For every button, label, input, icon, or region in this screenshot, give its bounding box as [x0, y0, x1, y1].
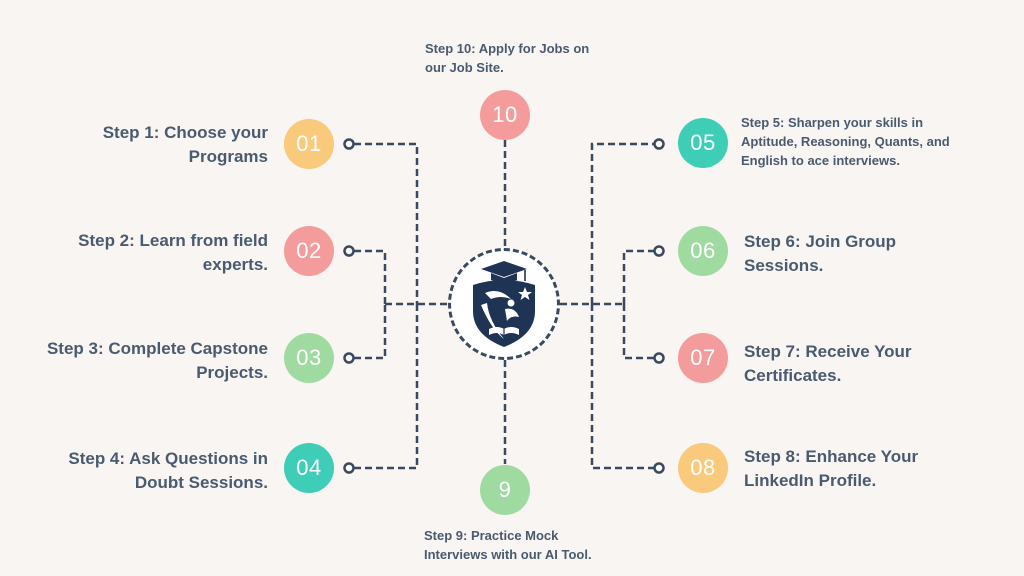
connector-step-2 [354, 249, 387, 304]
step-8-badge: 08 [678, 443, 728, 493]
step-2-label: Step 2: Learn from field experts. [78, 231, 268, 274]
step-2-badge: 02 [284, 226, 334, 276]
connector-node-7 [653, 352, 665, 364]
step-6-badge: 06 [678, 226, 728, 276]
connector-node-1 [343, 138, 355, 150]
connector-step-5 [590, 142, 654, 304]
connector-node-6 [653, 245, 665, 257]
connector-node-5 [653, 138, 665, 150]
step-5-label: Step 5: Sharpen your skills in Aptitude,… [741, 115, 950, 168]
connector-node-2 [343, 245, 355, 257]
step-4-label: Step 4: Ask Questions in Doubt Sessions. [68, 449, 268, 492]
step-1-badge: 01 [284, 119, 334, 169]
step-7-label: Step 7: Receive Your Certificates. [744, 342, 912, 385]
step-10-badge: 10 [480, 90, 530, 140]
step-4-badge: 04 [284, 443, 334, 493]
step-10-label: Step 10: Apply for Jobs on our Job Site. [425, 41, 590, 75]
step-3-badge: 03 [284, 333, 334, 383]
connector-step-7 [622, 304, 654, 360]
step-9-label: Step 9: Practice Mock Interviews with ou… [424, 528, 592, 562]
connector-node-3 [343, 352, 355, 364]
step-9-badge: 9 [480, 465, 530, 515]
connector-step-3 [354, 304, 387, 360]
hub-circle [448, 248, 560, 360]
step-7-badge: 07 [678, 333, 728, 383]
step-6-label: Step 6: Join Group Sessions. [744, 232, 897, 275]
connector-step-1 [354, 142, 419, 304]
connector-step-6 [622, 249, 654, 304]
graduation-shield-icon [473, 261, 535, 347]
step-8-label: Step 8: Enhance Your LinkedIn Profile. [744, 447, 919, 490]
connector-node-4 [343, 462, 355, 474]
connector-node-8 [653, 462, 665, 474]
step-1-label: Step 1: Choose your Programs [102, 123, 268, 166]
step-5-badge: 05 [678, 118, 728, 168]
step-3-label: Step 3: Complete Capstone Projects. [46, 339, 268, 382]
